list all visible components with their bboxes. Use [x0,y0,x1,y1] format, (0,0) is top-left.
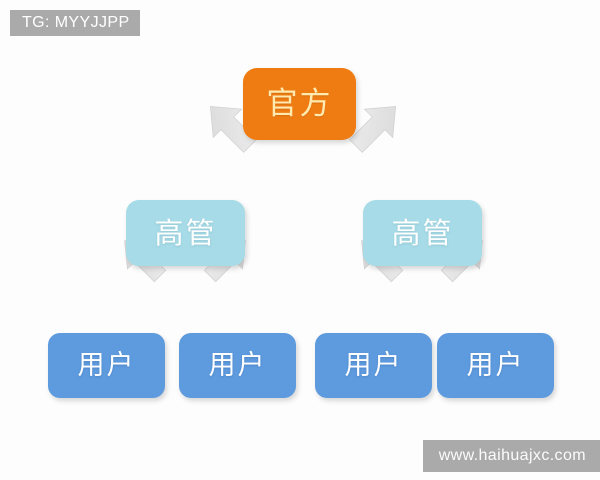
node-user-1-label: 用户 [77,350,136,381]
watermark-top-left: TG: MYYJJPP [10,10,140,36]
node-user-1[interactable]: 用户 [48,333,165,398]
node-user-4[interactable]: 用户 [437,333,554,398]
connector-arrow-exec-right-to-user-4 [433,240,503,330]
node-user-3-label: 用户 [344,350,403,381]
connector-arrow-official-to-exec-left [186,105,266,202]
watermark-top-left-text: TG: MYYJJPP [22,14,130,31]
connector-arrow-exec-left-to-user-1 [104,240,174,330]
connector-arrow-official-to-exec-right [340,105,420,202]
node-user-2-label: 用户 [208,350,267,381]
connector-arrow-exec-right-to-user-3 [341,240,411,330]
connector-arrow-exec-left-to-user-2 [196,240,266,330]
node-user-2[interactable]: 用户 [179,333,296,398]
node-user-3[interactable]: 用户 [315,333,432,398]
watermark-bottom-right: www.haihuajxc.com [422,440,600,472]
node-executive-right[interactable]: 高管 [363,200,482,266]
node-executive-left-label: 高管 [154,215,217,250]
node-executive-right-label: 高管 [391,215,454,250]
watermark-bottom-right-text: www.haihuajxc.com [438,447,586,464]
node-executive-left[interactable]: 高管 [126,200,245,266]
node-user-4-label: 用户 [466,350,525,381]
node-official[interactable]: 官方 [243,68,356,140]
node-official-label: 官方 [266,85,333,122]
